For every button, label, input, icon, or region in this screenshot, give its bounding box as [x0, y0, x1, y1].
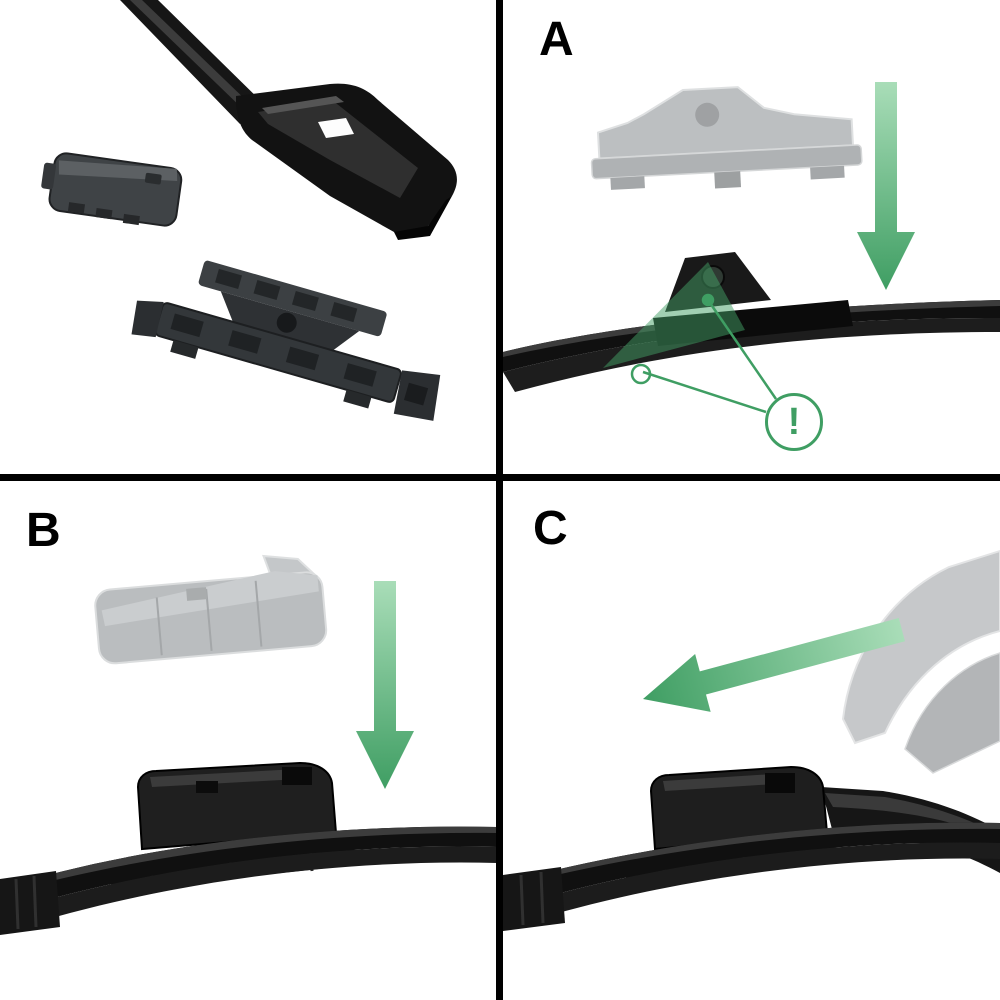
ghost-adapter [590, 86, 863, 190]
warning-icon: ! [765, 393, 823, 451]
adapter-part [131, 260, 441, 421]
arrow-left-icon [643, 618, 905, 712]
panel-step-b: B [0, 481, 497, 1000]
step-b-illustration [0, 554, 497, 935]
parts-illustration [41, 0, 457, 421]
ghost-cap [94, 554, 328, 665]
wiper-arm-hook [120, 0, 457, 240]
panel-label-b: B [26, 504, 61, 557]
step-c-illustration [503, 549, 1000, 931]
arrow-down-icon [857, 82, 915, 290]
warning-symbol: ! [787, 400, 801, 443]
wiper-blade-assembled [0, 761, 497, 935]
warning-callout-lines [630, 293, 778, 414]
panel-label-a: A [539, 13, 574, 66]
cap-part [41, 152, 183, 227]
arrow-down-icon [356, 581, 414, 789]
vertical-divider [496, 0, 503, 1000]
wiper-blade [503, 252, 1000, 392]
wiper-blade-with-arm [503, 765, 1000, 931]
panel-step-c: C [503, 481, 1000, 1000]
panel-step-a: A ! [503, 0, 1000, 474]
step-a-illustration [503, 82, 1000, 414]
panel-parts-overview [0, 0, 497, 474]
panel-label-c: C [533, 502, 568, 555]
horizontal-divider [0, 474, 1000, 481]
ghost-arm [841, 549, 1000, 774]
highlight-zone [603, 262, 745, 368]
